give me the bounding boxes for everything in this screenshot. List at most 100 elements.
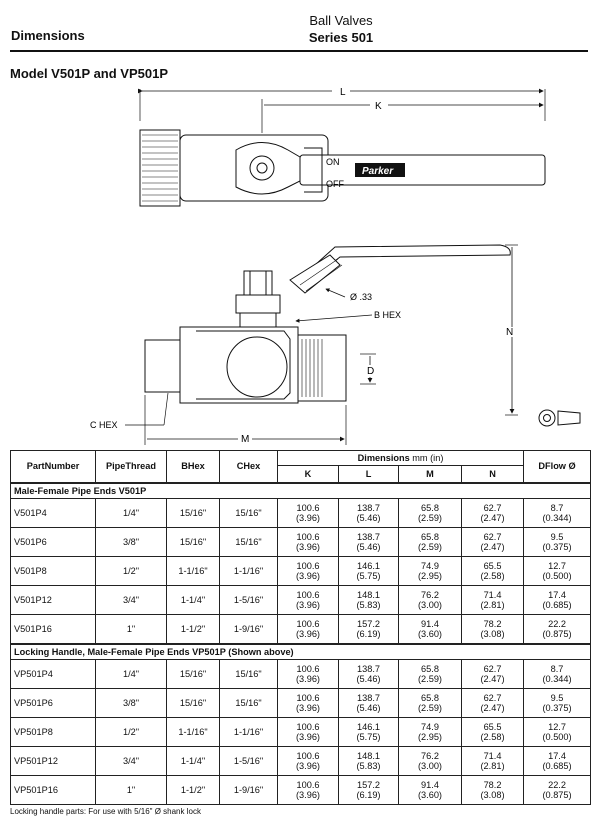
footnote: Locking handle parts: For use with 5/16"… — [10, 807, 201, 816]
value-mm: 65.8 — [421, 503, 439, 513]
value-in: (3.08) — [480, 790, 505, 800]
value-mm: 138.7 — [357, 532, 380, 542]
cell-part: VP501P6 — [10, 688, 96, 718]
cell-part: V501P6 — [10, 527, 96, 557]
value-in: (0.375) — [542, 703, 572, 713]
value-mm: 100.6 — [296, 503, 320, 513]
label-m: M — [241, 434, 249, 445]
cell-d: 9.5(0.375) — [523, 527, 592, 557]
value-mm: 100.6 — [296, 780, 320, 790]
value-mm: 8.7 — [550, 664, 564, 674]
value-in: (2.47) — [480, 703, 505, 713]
cell-m: 74.9(2.95) — [398, 717, 462, 747]
cell-k: 100.6(3.96) — [277, 746, 339, 776]
value-mm: 65.5 — [483, 722, 502, 732]
cell-m: 91.4(3.60) — [398, 775, 462, 805]
table-section-header: Male-Female Pipe Ends V501P — [9, 482, 592, 499]
value-mm: 74.9 — [421, 561, 439, 571]
cell-k: 100.6(3.96) — [277, 688, 339, 718]
cell-part: VP501P16 — [10, 775, 96, 805]
value-in: (3.96) — [295, 674, 320, 684]
value-mm: 100.6 — [296, 561, 320, 571]
cell-pipe: 1/4" — [95, 498, 167, 528]
table-section-header: Locking Handle, Male-Female Pipe Ends VP… — [9, 643, 592, 660]
cell-part: V501P8 — [10, 556, 96, 586]
cell-b: 1-1/2" — [166, 775, 220, 805]
value-mm: 12.7 — [548, 561, 566, 571]
value-mm: 100.6 — [296, 751, 320, 761]
cell-d: 8.7(0.344) — [523, 498, 592, 528]
col-m: M — [398, 465, 462, 484]
value-mm: 9.5 — [550, 532, 564, 542]
section-title: Male-Female Pipe Ends V501P — [9, 482, 592, 499]
col-d: DFlow Ø — [523, 450, 592, 484]
value-in: (0.344) — [542, 674, 572, 684]
dimensions-table: PartNumber PipeThread BHex CHex Dimensio… — [9, 450, 592, 805]
value-in: (0.685) — [542, 761, 572, 771]
value-in: (5.46) — [356, 703, 381, 713]
cell-k: 100.6(3.96) — [277, 659, 339, 689]
cell-d: 12.7(0.500) — [523, 717, 592, 747]
cell-d: 8.7(0.344) — [523, 659, 592, 689]
value-mm: 22.2 — [548, 619, 566, 629]
model-title: Model V501P and VP501P — [10, 66, 168, 81]
value-in: (5.46) — [356, 542, 381, 552]
cell-b: 1-1/16" — [166, 556, 220, 586]
cell-part: VP501P8 — [10, 717, 96, 747]
value-in: (2.58) — [480, 732, 505, 742]
value-in: (5.75) — [356, 571, 381, 581]
value-mm: 100.6 — [296, 590, 320, 600]
value-mm: 71.4 — [483, 590, 502, 600]
cell-part: V501P4 — [10, 498, 96, 528]
cell-m: 76.2(3.00) — [398, 585, 462, 615]
cell-k: 100.6(3.96) — [277, 527, 339, 557]
cell-k: 100.6(3.96) — [277, 614, 339, 645]
value-in: (3.96) — [295, 732, 320, 742]
value-mm: 22.2 — [548, 780, 566, 790]
cell-l: 146.1(5.75) — [338, 556, 399, 586]
cell-n: 62.7(2.47) — [460, 527, 525, 557]
value-mm: 65.8 — [421, 664, 439, 674]
cell-c: 1-5/16" — [219, 585, 278, 615]
value-mm: 12.7 — [548, 722, 566, 732]
cell-c: 15/16" — [219, 659, 278, 689]
value-in: (3.08) — [480, 629, 505, 639]
cell-pipe: 1" — [95, 775, 167, 805]
cell-b: 15/16" — [166, 688, 220, 718]
col-b: BHex — [166, 450, 220, 484]
value-mm: 62.7 — [483, 532, 502, 542]
value-in: (2.59) — [417, 542, 442, 552]
cell-b: 1-1/16" — [166, 717, 220, 747]
value-mm: 138.7 — [357, 503, 380, 513]
value-in: (6.19) — [356, 629, 381, 639]
product-header: Ball Valves Series 501 — [286, 12, 396, 46]
value-in: (2.59) — [417, 674, 442, 684]
cell-m: 74.9(2.95) — [398, 556, 462, 586]
value-in: (2.95) — [417, 732, 442, 742]
section-title: Locking Handle, Male-Female Pipe Ends VP… — [9, 643, 592, 660]
value-in: (3.96) — [295, 790, 320, 800]
cell-b: 1-1/4" — [166, 746, 220, 776]
value-in: (2.47) — [480, 513, 505, 523]
value-mm: 100.6 — [296, 619, 320, 629]
value-mm: 100.6 — [296, 722, 320, 732]
value-in: (2.58) — [480, 571, 505, 581]
value-mm: 157.2 — [357, 619, 380, 629]
cell-pipe: 1/2" — [95, 717, 167, 747]
value-in: (3.00) — [417, 600, 442, 610]
cell-k: 100.6(3.96) — [277, 556, 339, 586]
col-k: K — [277, 465, 339, 484]
cell-b: 15/16" — [166, 498, 220, 528]
cell-l: 157.2(6.19) — [338, 614, 399, 645]
product-name: Ball Valves — [309, 13, 373, 28]
value-mm: 100.6 — [296, 664, 320, 674]
cell-n: 65.5(2.58) — [460, 717, 525, 747]
